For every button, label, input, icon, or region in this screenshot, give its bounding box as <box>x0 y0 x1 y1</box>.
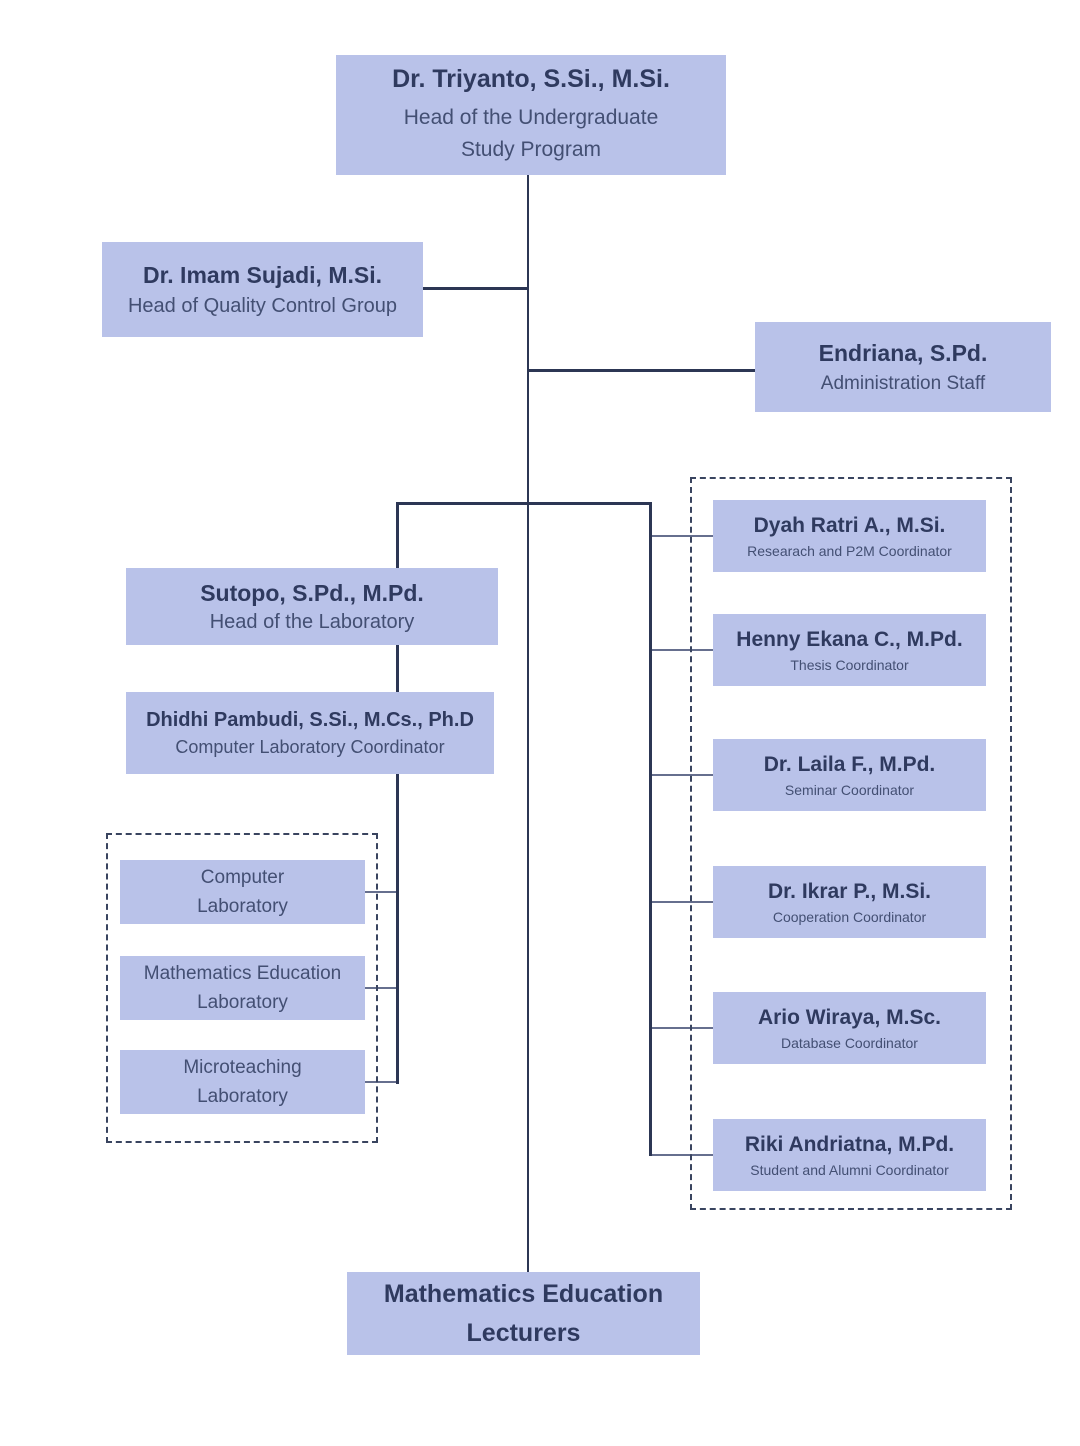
connector-branch-horizontal <box>396 502 652 505</box>
coordinators-group <box>690 477 1012 1210</box>
node-database-coordinator: Ario Wiraya, M.Sc. Database Coordinator <box>713 992 986 1064</box>
node-mathematics-education-lecturers: Mathematics Education Lecturers <box>347 1272 700 1355</box>
person-name: Sutopo, S.Pd., M.Pd. <box>200 579 424 606</box>
node-mathematics-education-laboratory: Mathematics Education Laboratory <box>120 956 365 1020</box>
person-role: Computer Laboratory Coordinator <box>175 736 445 757</box>
connector-stub-coordinator-6 <box>652 1154 713 1156</box>
lab-label-line1: Computer <box>200 866 285 888</box>
laboratories-group <box>106 833 378 1143</box>
person-name: Dhidhi Pambudi, S.Si., M.Cs., Ph.D <box>146 708 474 731</box>
node-computer-laboratory: Computer Laboratory <box>120 860 365 924</box>
person-role: Head of the Undergraduate Study Program <box>403 106 659 161</box>
node-quality-control: Dr. Imam Sujadi, M.Si. Head of Quality C… <box>102 242 423 337</box>
group-label: Mathematics Education Lecturers <box>383 1279 664 1347</box>
person-name: Dr. Imam Sujadi, M.Si. <box>142 261 382 288</box>
connector-stub-coordinator-1 <box>652 535 713 537</box>
node-administration-staff: Endriana, S.Pd. Administration Staff <box>755 322 1051 412</box>
person-name: Endriana, S.Pd. <box>818 339 988 366</box>
node-head-of-laboratory: Sutopo, S.Pd., M.Pd. Head of the Laborat… <box>126 568 498 645</box>
connector-stub-coordinator-4 <box>652 901 713 903</box>
person-name: Dr. Ikrar P., M.Si. <box>767 879 932 903</box>
node-research-p2m-coordinator: Dyah Ratri A., M.Si. Researach and P2M C… <box>713 500 986 572</box>
node-head-of-study-program: Dr. Triyanto, S.Si., M.Si. Head of the U… <box>336 55 726 175</box>
person-name: Dyah Ratri A., M.Si. <box>753 513 946 537</box>
person-name: Riki Andriatna, M.Pd. <box>744 1132 955 1156</box>
connector-main-vertical <box>527 175 529 1272</box>
node-thesis-coordinator: Henny Ekana C., M.Pd. Thesis Coordinator <box>713 614 986 686</box>
lab-label-line1: Mathematics Education <box>143 962 342 984</box>
node-seminar-coordinator: Dr. Laila F., M.Pd. Seminar Coordinator <box>713 739 986 811</box>
person-role: Researach and P2M Coordinator <box>747 542 952 559</box>
person-role: Cooperation Coordinator <box>772 908 927 925</box>
person-role: Seminar Coordinator <box>784 781 915 798</box>
lab-label-line2: Laboratory <box>197 896 288 917</box>
node-cooperation-coordinator: Dr. Ikrar P., M.Si. Cooperation Coordina… <box>713 866 986 938</box>
lab-label-line2: Laboratory <box>197 992 288 1013</box>
person-role: Head of the Laboratory <box>209 610 415 633</box>
connector-stub-lab-2 <box>365 987 396 989</box>
connector-stub-coordinator-5 <box>652 1027 713 1029</box>
person-role: Head of Quality Control Group <box>127 294 398 317</box>
person-role: Administration Staff <box>820 372 986 394</box>
person-name: Dr. Triyanto, S.Si., M.Si. <box>392 65 670 93</box>
connector-admin-staff <box>527 369 755 372</box>
lab-label-line1: Microteaching <box>183 1056 302 1078</box>
connector-left-vertical <box>396 502 399 1084</box>
connector-stub-lab-3 <box>365 1081 396 1083</box>
person-name: Ario Wiraya, M.Sc. <box>757 1005 942 1029</box>
connector-stub-lab-1 <box>365 891 396 893</box>
person-name: Henny Ekana C., M.Pd. <box>736 627 963 651</box>
person-name: Dr. Laila F., M.Pd. <box>763 752 936 776</box>
connector-stub-coordinator-2 <box>652 649 713 651</box>
connector-quality-control <box>422 287 529 290</box>
node-microteaching-laboratory: Microteaching Laboratory <box>120 1050 365 1114</box>
person-role: Database Coordinator <box>781 1034 918 1051</box>
lab-label-line2: Laboratory <box>197 1086 288 1107</box>
connector-stub-coordinator-3 <box>652 774 713 776</box>
person-role: Thesis Coordinator <box>790 656 909 673</box>
node-computer-lab-coordinator: Dhidhi Pambudi, S.Si., M.Cs., Ph.D Compu… <box>126 692 494 774</box>
node-student-alumni-coordinator: Riki Andriatna, M.Pd. Student and Alumni… <box>713 1119 986 1191</box>
person-role: Student and Alumni Coordinator <box>750 1161 949 1178</box>
connector-right-vertical <box>649 502 652 1156</box>
